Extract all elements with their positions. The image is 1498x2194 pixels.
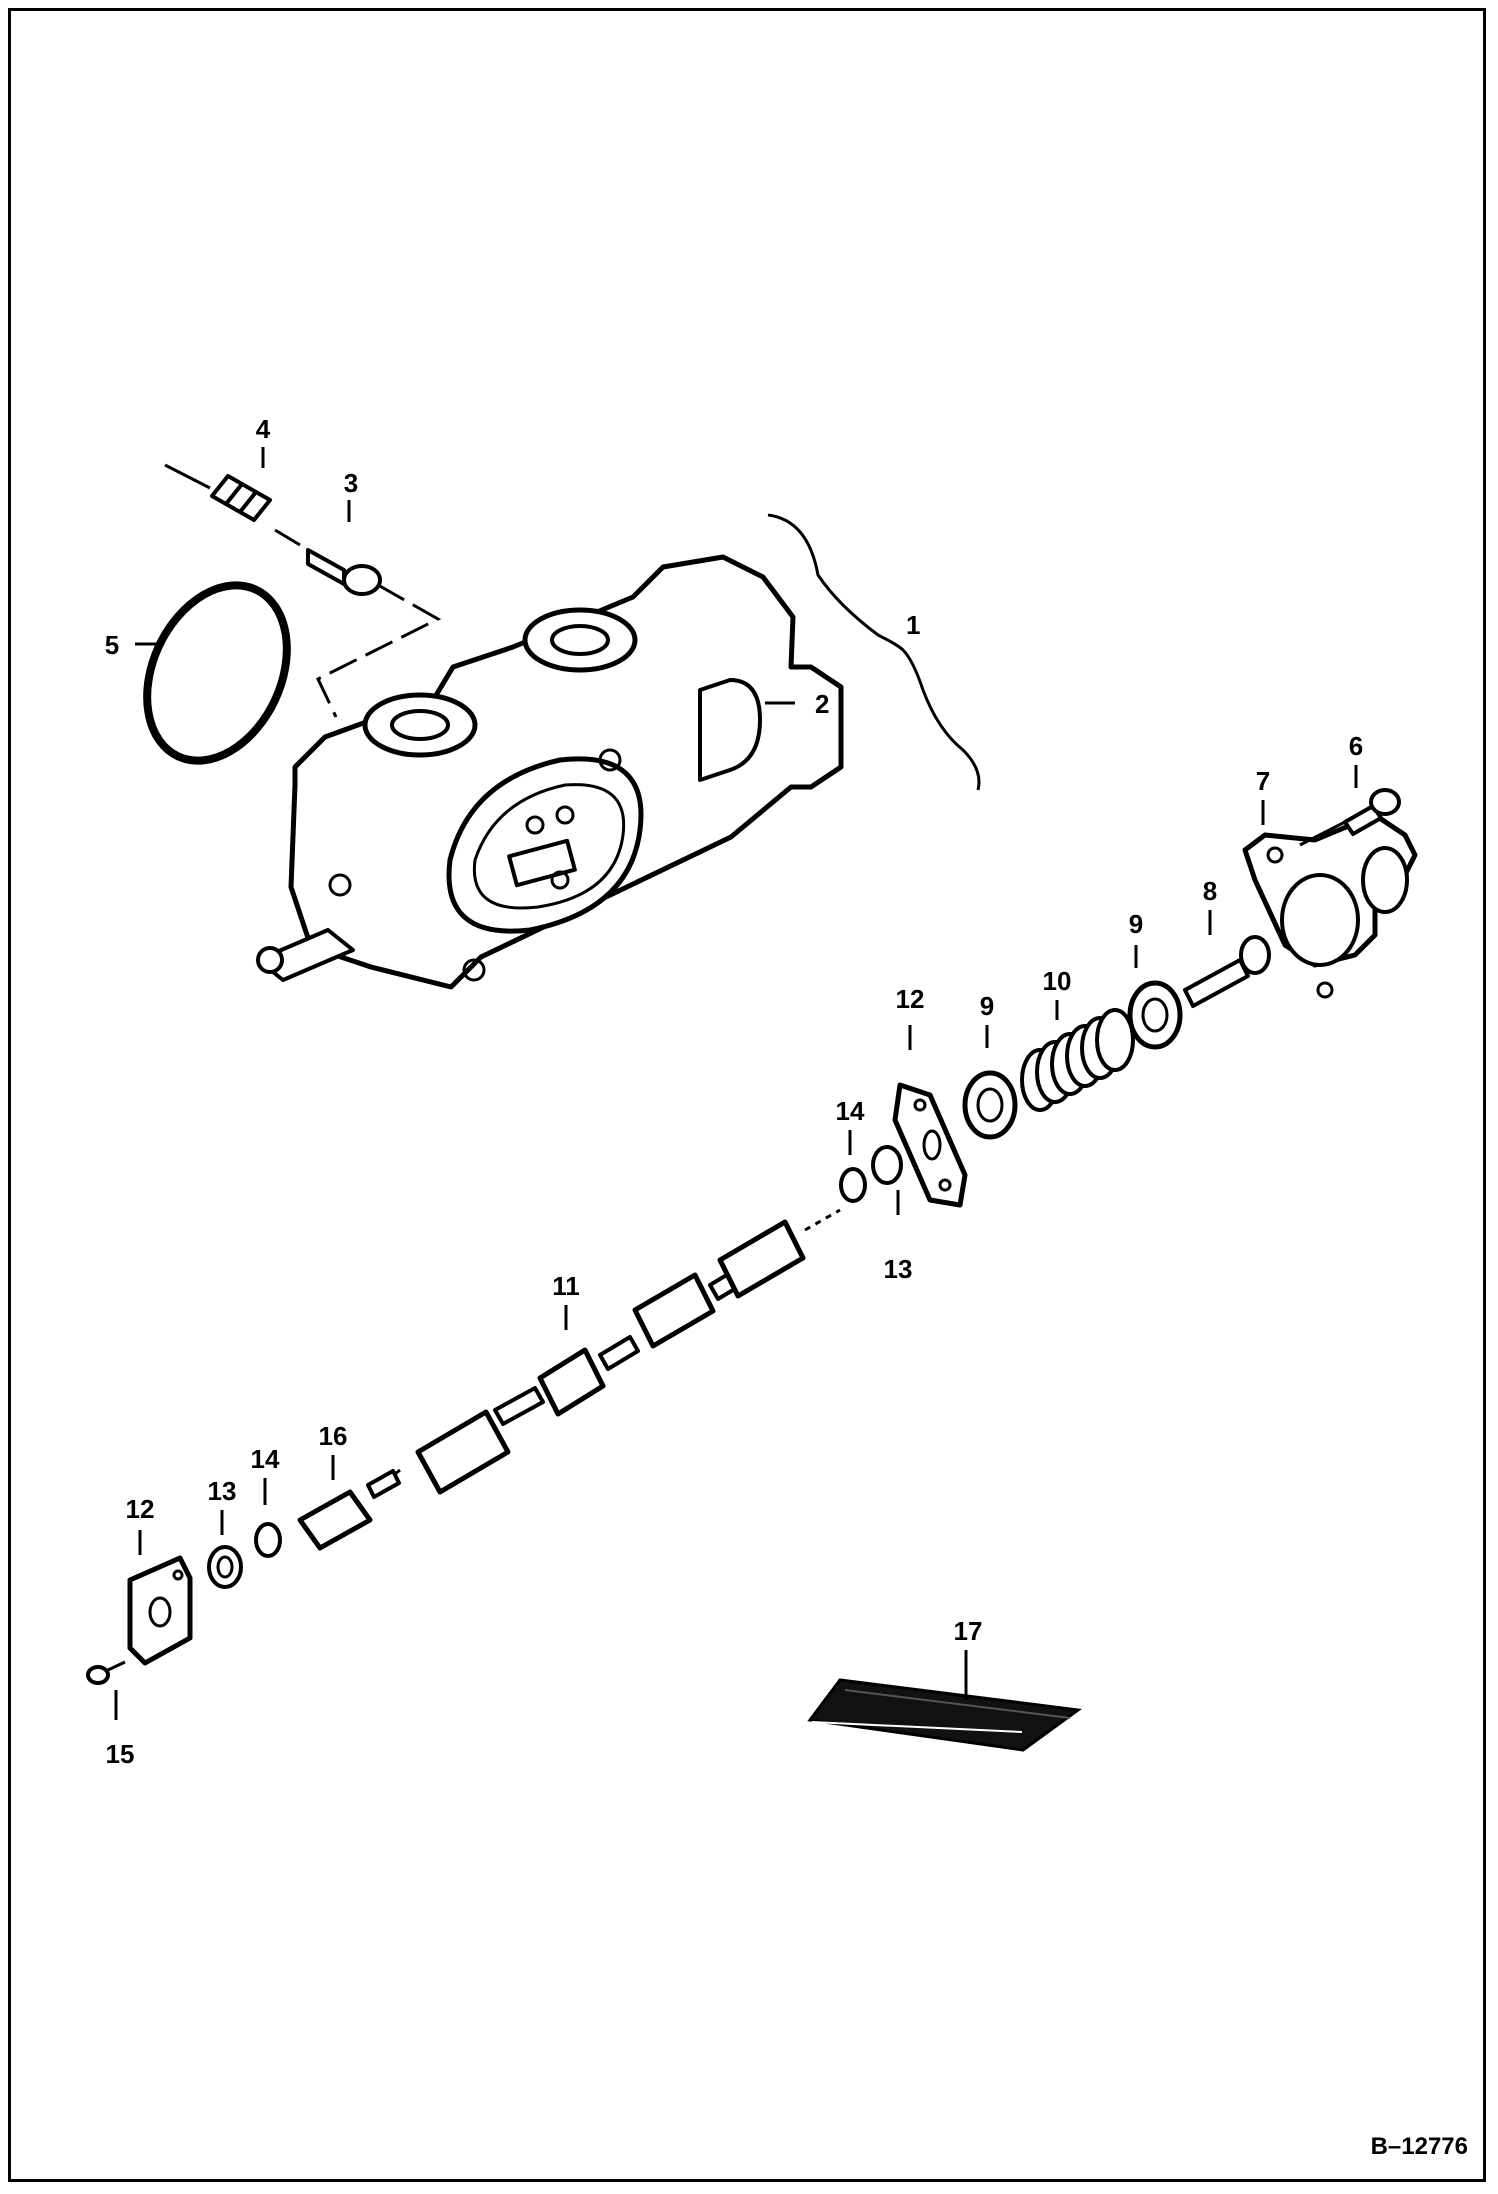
spring-part-10 (1020, 1008, 1135, 1112)
screw-part-15 (86, 1660, 126, 1685)
callout-3: 3 (344, 468, 358, 498)
plate-part-12-lower (127, 1555, 193, 1666)
drawing-code: B–12776 (1371, 2133, 1468, 2160)
callout-17: 17 (954, 1616, 983, 1646)
assembly-bracket (767, 513, 981, 791)
callout-13-upper: 13 (884, 1254, 913, 1284)
diagram-frame (8, 8, 1486, 2182)
poppet-part-3 (306, 548, 442, 718)
end-cap-part-7 (1242, 812, 1418, 999)
bolt-part-6 (1299, 788, 1401, 847)
seat-part-9-upper (1127, 980, 1183, 1050)
callout-12-upper: 12 (896, 984, 925, 1014)
valve-body-part-2 (256, 554, 844, 990)
decal-part-17 (807, 1678, 1082, 1752)
callout-6: 6 (1349, 731, 1363, 761)
ring-part-14-lower (254, 1522, 282, 1558)
spring-part-4 (164, 463, 301, 547)
callout-labels: 1 2 3 4 5 6 7 8 9 9 10 11 12 12 13 13 14… (105, 414, 1363, 1769)
ring-part-14-upper (839, 1167, 867, 1203)
seat-part-9-lower (962, 1070, 1018, 1140)
callout-8: 8 (1203, 876, 1217, 906)
bolt-part-16 (297, 1468, 401, 1551)
washer-part-13-upper (871, 1145, 903, 1185)
callout-14-upper: 14 (836, 1096, 865, 1126)
spool-part-11 (415, 1208, 841, 1495)
callout-7: 7 (1256, 766, 1270, 796)
leader-lines (114, 447, 1358, 1720)
callout-9-lower: 9 (980, 991, 994, 1021)
callout-4: 4 (256, 414, 271, 444)
callout-11: 11 (552, 1271, 580, 1301)
callout-14-lower: 14 (251, 1444, 280, 1474)
callout-12-lower: 12 (126, 1494, 155, 1524)
o-ring-part (143, 581, 291, 765)
callout-2: 2 (815, 689, 829, 719)
callout-1: 1 (906, 610, 920, 640)
washer-part-13-lower (207, 1545, 243, 1589)
callout-13-lower: 13 (208, 1476, 237, 1506)
callout-10: 10 (1043, 966, 1072, 996)
callout-15: 15 (106, 1739, 135, 1769)
plunger-part-8 (1183, 935, 1271, 1008)
callout-16: 16 (319, 1421, 348, 1451)
callout-9-upper: 9 (1129, 909, 1143, 939)
callout-5: 5 (105, 630, 119, 660)
plate-part-12-upper (892, 1082, 968, 1208)
